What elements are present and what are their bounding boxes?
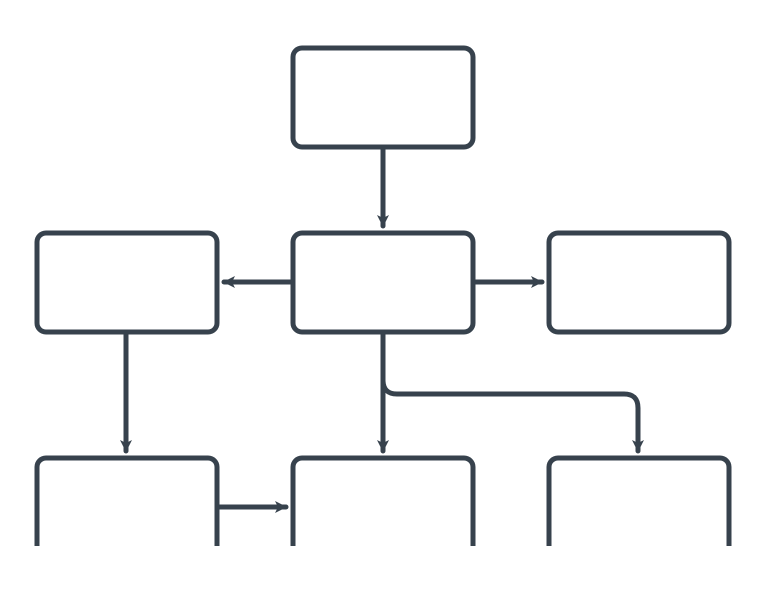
node-bottom-left (34, 455, 220, 546)
nodes-layer (34, 45, 732, 546)
node-middle-left (34, 230, 220, 335)
node-middle-right (546, 230, 732, 335)
node-box-middle-left (34, 230, 220, 335)
node-box-bottom-center (290, 455, 476, 546)
node-box-bottom-right (546, 455, 732, 546)
node-bottom-right (546, 455, 732, 546)
edges-layer (120, 144, 644, 513)
node-box-middle-right (546, 230, 732, 335)
node-bottom-center (290, 455, 476, 546)
node-box-middle-center (290, 230, 476, 335)
node-box-top (290, 45, 476, 150)
node-box-bottom-left (34, 455, 220, 546)
node-middle-center (290, 230, 476, 335)
node-top (290, 45, 476, 150)
arrow-middle-center-to-bottom-right (380, 329, 644, 454)
